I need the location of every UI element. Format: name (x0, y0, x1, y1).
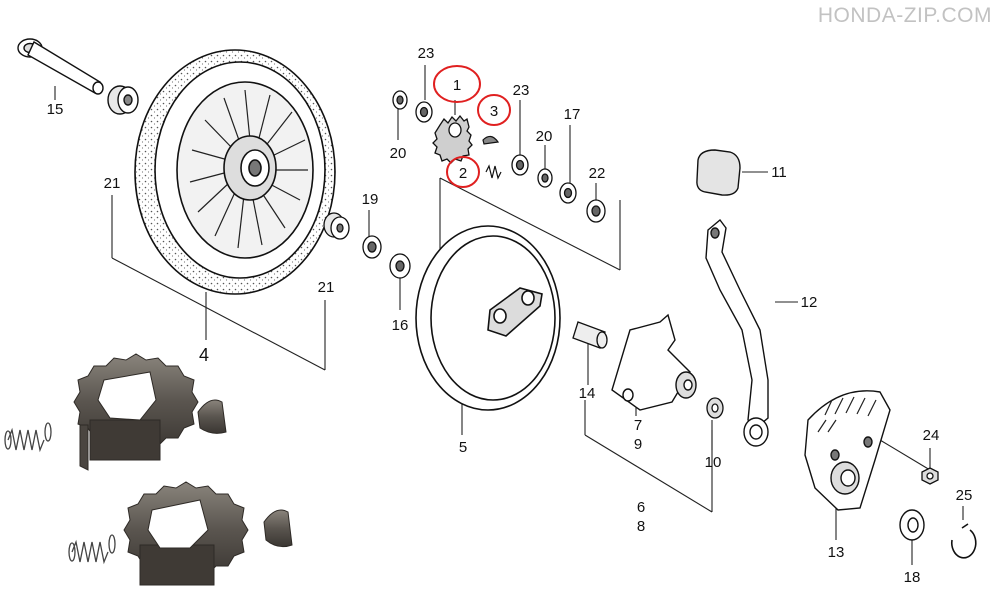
nut-part-24 (921, 467, 939, 485)
callout-21-right: 21 (318, 279, 335, 296)
callout-10: 10 (705, 454, 722, 471)
pulley-part (415, 225, 561, 411)
spring-part (485, 164, 502, 180)
watermark-text: HONDA-ZIP.COM (817, 4, 992, 27)
callout-21-left: 21 (104, 175, 121, 192)
callout-17: 17 (564, 106, 581, 123)
washer-part-19 (362, 235, 382, 259)
callout-25: 25 (956, 487, 973, 504)
lever-arm-part (705, 218, 769, 447)
photo-gear-upper (73, 353, 199, 471)
callout-14: 14 (579, 385, 596, 402)
washer-part-23b (511, 154, 529, 176)
callout-6: 6 (637, 499, 645, 516)
washer-part-20b (537, 168, 553, 188)
wheel-part (134, 49, 336, 295)
callout-labels: 15 21 4 20 23 1 3 2 23 20 17 22 19 21 16… (47, 45, 973, 586)
callout-4: 4 (199, 345, 209, 365)
collar-part-right (323, 212, 350, 240)
callout-1: 1 (453, 77, 461, 94)
photo-gear-lower (123, 481, 249, 586)
callout-7: 7 (634, 417, 642, 434)
washer-part-18 (899, 509, 925, 541)
callout-24: 24 (923, 427, 940, 444)
circlip-part-25 (950, 523, 977, 559)
bushing-part (572, 321, 608, 349)
washer-part-22 (586, 199, 606, 223)
callout-23-left: 23 (418, 45, 435, 62)
callout-18: 18 (904, 569, 921, 586)
photo-key-lower (263, 509, 293, 548)
callout-12: 12 (801, 294, 818, 311)
callout-22: 22 (589, 165, 606, 182)
callout-8: 8 (637, 518, 645, 535)
callout-20-right: 20 (536, 128, 553, 145)
washer-part-16 (389, 253, 411, 279)
washer-part-20a (392, 90, 408, 110)
axle-bolt-part (17, 38, 104, 95)
leader-lines (54, 65, 964, 565)
callout-20-left: 20 (390, 145, 407, 162)
callout-9: 9 (634, 436, 642, 453)
shift-plate-part (804, 390, 891, 511)
pinion-gear-part (432, 114, 473, 164)
callout-11: 11 (771, 164, 787, 181)
nut-part-10 (706, 397, 724, 419)
callout-19: 19 (362, 191, 379, 208)
washer-part-17 (559, 182, 577, 204)
callout-5: 5 (459, 439, 467, 456)
collar-part-left (107, 85, 139, 115)
washer-part-23a (415, 101, 433, 123)
highlight-rings (433, 65, 511, 188)
callout-3: 3 (490, 103, 498, 120)
cap-part (696, 149, 741, 196)
callout-23-right: 23 (513, 82, 530, 99)
photo-spring-lower (68, 534, 116, 565)
callout-2: 2 (459, 165, 467, 182)
photo-key-upper (197, 399, 227, 434)
callout-15: 15 (47, 101, 64, 118)
photo-spring-upper (4, 422, 52, 453)
callout-16: 16 (392, 317, 409, 334)
callout-13: 13 (828, 544, 845, 561)
bracket-part (611, 313, 697, 411)
key-part (482, 135, 500, 145)
